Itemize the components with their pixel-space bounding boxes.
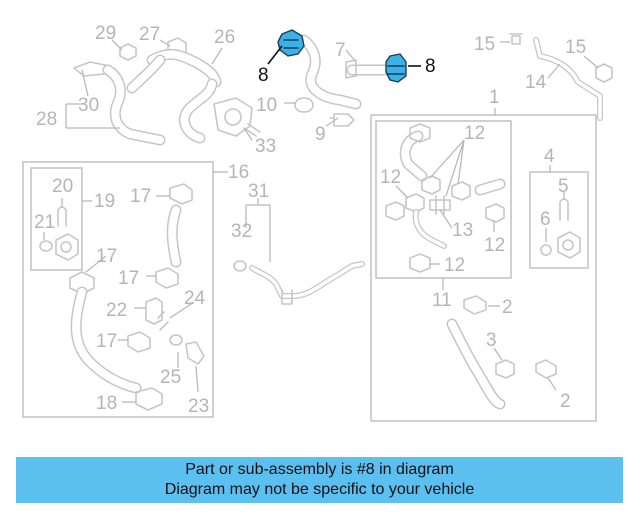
callout-3: 3 [486, 330, 497, 351]
callout-30: 30 [78, 95, 99, 116]
part-12-clip-e [385, 201, 405, 221]
callout-17-b: 17 [96, 246, 117, 267]
group-box-4 [529, 171, 589, 269]
part-24-clip [157, 311, 169, 331]
callout-16: 16 [228, 162, 249, 183]
callout-28: 28 [36, 109, 57, 130]
part-8-clamp-right [385, 53, 407, 83]
callout-7: 7 [335, 40, 346, 61]
callout-17-d: 17 [96, 331, 117, 352]
callout-12-d: 12 [444, 255, 465, 276]
part-10-cap [294, 97, 314, 113]
callout-27: 27 [139, 24, 160, 45]
part-8-clamp-left [277, 29, 305, 57]
part-32-oring [233, 260, 247, 272]
group-box-19 [30, 167, 83, 271]
callout-21: 21 [34, 212, 55, 233]
callout-22: 22 [106, 300, 127, 321]
callout-32: 32 [231, 221, 252, 242]
part-21-oring [39, 240, 53, 252]
part-13-tee [429, 195, 451, 215]
callout-1: 1 [489, 87, 500, 108]
group-box-1 [370, 114, 597, 422]
info-banner: Part or sub-assembly is #8 in diagram Di… [16, 457, 623, 503]
callout-26: 26 [214, 27, 235, 48]
part-20-clip [57, 206, 67, 227]
part-12-clip-c [451, 181, 471, 201]
part-5-fitting [557, 231, 581, 259]
part-12-clip-f [485, 203, 505, 223]
part-3-clip [495, 359, 515, 379]
callout-10: 10 [256, 95, 277, 116]
banner-line-1: Part or sub-assembly is #8 in diagram [185, 461, 454, 478]
part-17-c [69, 271, 95, 295]
callout-17-c: 17 [118, 268, 139, 289]
part-29-clip [119, 43, 137, 61]
part-17-b [155, 267, 179, 289]
part-17-a [169, 183, 193, 205]
callout-2-a: 2 [502, 297, 513, 318]
callout-12-b: 12 [380, 167, 401, 188]
part-5-clip [559, 198, 569, 221]
part-12-clip-b [421, 175, 441, 195]
part-12-clip-a [409, 123, 431, 143]
callout-12-c: 12 [484, 235, 505, 256]
banner-line-2: Diagram may not be specific to your vehi… [164, 481, 475, 498]
callout-18: 18 [96, 393, 117, 414]
part-18-bracket [135, 387, 163, 411]
leader-28-30 [65, 103, 120, 129]
callout-11: 11 [432, 290, 452, 311]
part-25-oring [169, 334, 183, 346]
part-15-clip-b [595, 63, 613, 83]
callout-6: 6 [540, 209, 551, 230]
callout-15-a: 15 [474, 34, 495, 55]
callout-8-right: 8 [425, 56, 436, 77]
callout-13: 13 [452, 220, 473, 241]
callout-17-a: 17 [130, 186, 151, 207]
callout-33: 33 [255, 136, 276, 157]
callout-15-b: 15 [565, 37, 586, 58]
callout-23: 23 [188, 396, 209, 417]
callout-31: 31 [248, 181, 269, 202]
part-15-bolt-a [509, 33, 523, 45]
callout-8-left: 8 [258, 65, 269, 86]
callout-24: 24 [184, 288, 206, 309]
callout-12-a: 12 [464, 123, 485, 144]
part-2-clip-b [535, 359, 557, 379]
part-9-fitting [329, 113, 355, 127]
callout-9: 9 [315, 124, 326, 145]
group-box-16 [22, 161, 214, 418]
part-21-fitting [55, 233, 79, 261]
callout-4: 4 [544, 146, 555, 167]
callout-14: 14 [525, 72, 547, 93]
part-2-clip-a [463, 295, 487, 315]
part-12-clip-d [405, 193, 425, 213]
callout-2-b: 2 [560, 391, 571, 412]
leader-8-left [267, 45, 283, 65]
callout-5: 5 [558, 176, 569, 197]
part-22-sensor [145, 297, 163, 325]
leader-31-32 [245, 198, 271, 262]
part-17-d [127, 331, 151, 353]
part-23-sensor [185, 341, 205, 365]
leader-12-top [429, 139, 465, 197]
callout-19: 19 [94, 191, 115, 212]
callout-25: 25 [160, 367, 181, 388]
callout-20: 20 [52, 176, 73, 197]
part-12-clip-g [409, 253, 431, 273]
callout-29: 29 [95, 23, 116, 44]
part-6-oring [540, 244, 552, 256]
